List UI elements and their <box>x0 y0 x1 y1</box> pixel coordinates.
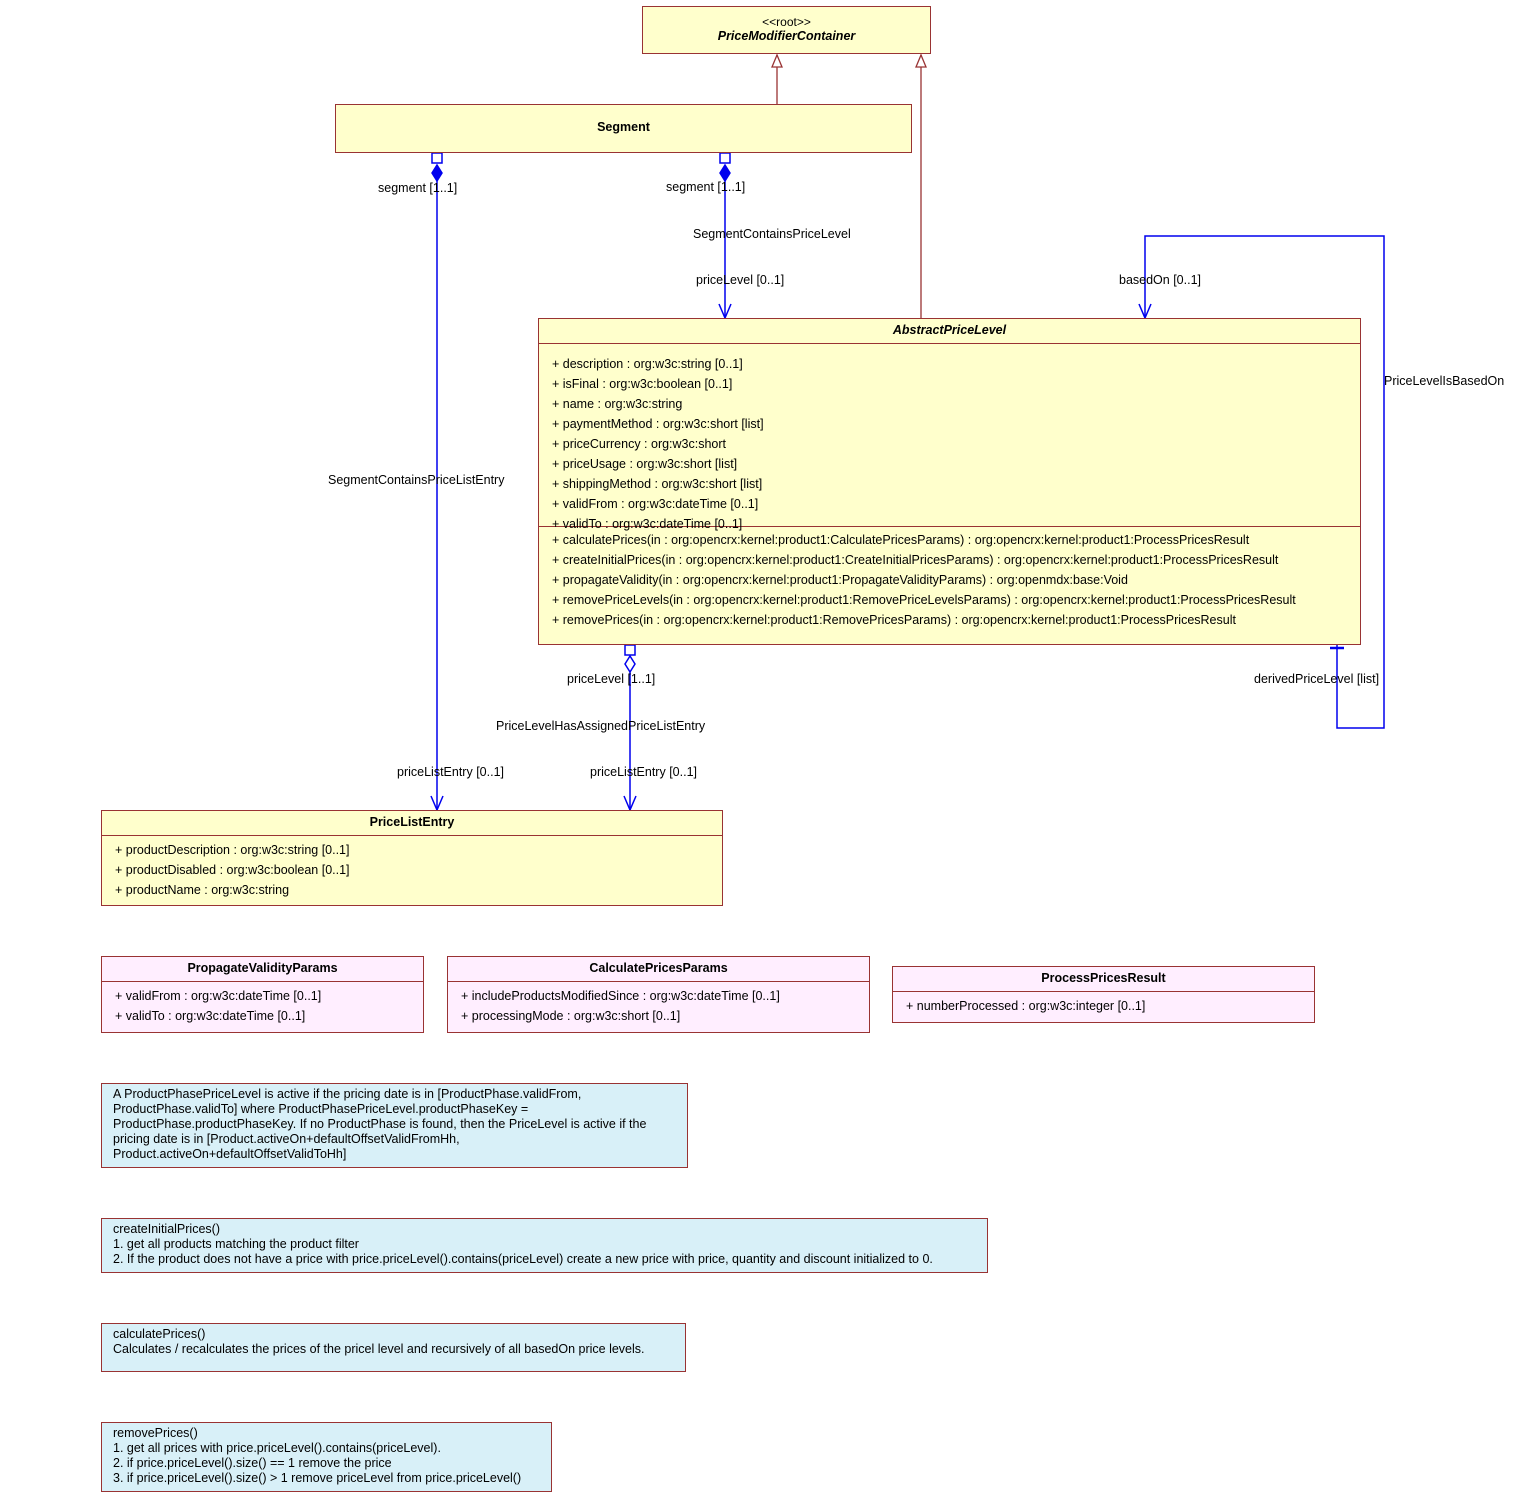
class-header: <<root>> PriceModifierContainer <box>643 7 930 46</box>
class-name: CalculatePricesParams <box>589 961 728 975</box>
attribute-row: + shippingMethod : org:w3c:short [list] <box>552 477 763 491</box>
operation-row: + createInitialPrices(in : org:opencrx:k… <box>552 553 1279 567</box>
association-name-label: PriceLevelHasAssignedPriceListEntry <box>496 719 706 733</box>
attribute-row: + name : org:w3c:string <box>552 397 683 411</box>
note-remove-prices: removePrices() 1. get all prices with pr… <box>101 1422 552 1492</box>
association-end-label: priceLevel [0..1] <box>696 273 785 287</box>
attribute-row: + validTo : org:w3c:dateTime [0..1] <box>115 1009 306 1023</box>
class-segment[interactable]: Segment <box>335 104 912 153</box>
class-price-list-entry[interactable]: PriceListEntry + productDescription : or… <box>101 810 723 906</box>
association-name-label: SegmentContainsPriceLevel <box>693 227 851 241</box>
association-segment-price-list-entry[interactable] <box>430 152 444 812</box>
class-header: Segment <box>336 105 911 137</box>
association-end-label: priceListEntry [0..1] <box>590 765 697 779</box>
operation-row: + removePrices(in : org:opencrx:kernel:p… <box>552 613 1236 627</box>
operation-row: + removePriceLevels(in : org:opencrx:ker… <box>552 593 1296 607</box>
class-process-prices-result[interactable]: ProcessPricesResult + numberProcessed : … <box>892 966 1315 1023</box>
attributes-compartment: + description : org:w3c:string [0..1] + i… <box>539 344 1360 531</box>
attribute-row: + description : org:w3c:string [0..1] <box>552 357 743 371</box>
class-name: Segment <box>597 120 650 134</box>
operation-row: + calculatePrices(in : org:opencrx:kerne… <box>552 533 1250 547</box>
association-name-label: SegmentContainsPriceListEntry <box>328 473 505 487</box>
class-calculate-prices-params[interactable]: CalculatePricesParams + includeProductsM… <box>447 956 870 1033</box>
note-calculate-prices: calculatePrices() Calculates / recalcula… <box>101 1323 686 1372</box>
attributes-compartment: + includeProductsModifiedSince : org:w3c… <box>448 982 869 1030</box>
association-end-label: priceListEntry [0..1] <box>397 765 504 779</box>
attribute-row: + validFrom : org:w3c:dateTime [0..1] <box>552 497 759 511</box>
attribute-row: + paymentMethod : org:w3c:short [list] <box>552 417 764 431</box>
association-end-label: basedOn [0..1] <box>1119 273 1202 287</box>
association-end-label: segment [1..1] <box>666 180 746 194</box>
association-end-label: priceLevel [1..1] <box>567 672 656 686</box>
attributes-compartment: + validFrom : org:w3c:dateTime [0..1] + v… <box>102 982 423 1030</box>
class-header: PriceListEntry <box>102 811 722 836</box>
operation-row: + propagateValidity(in : org:opencrx:ker… <box>552 573 1128 587</box>
class-header: ProcessPricesResult <box>893 967 1314 992</box>
class-name: PropagateValidityParams <box>187 961 338 975</box>
class-name: ProcessPricesResult <box>1041 971 1166 985</box>
attribute-row: + processingMode : org:w3c:short [0..1] <box>461 1009 681 1023</box>
note-product-phase-price-level: A ProductPhasePriceLevel is active if th… <box>101 1083 688 1168</box>
association-price-level-price-list-entry[interactable] <box>623 644 637 812</box>
attribute-row: + productDisabled : org:w3c:boolean [0..… <box>115 863 350 877</box>
attribute-row: + priceUsage : org:w3c:short [list] <box>552 457 738 471</box>
attribute-row: + validFrom : org:w3c:dateTime [0..1] <box>115 989 322 1003</box>
class-name: AbstractPriceLevel <box>892 323 1007 337</box>
attributes-compartment: + numberProcessed : org:w3c:integer [0..… <box>893 992 1314 1020</box>
generalization-segment <box>771 53 783 104</box>
class-header: PropagateValidityParams <box>102 957 423 982</box>
attribute-row: + includeProductsModifiedSince : org:w3c… <box>461 989 780 1003</box>
class-abstract-price-level[interactable]: AbstractPriceLevel + description : org:w… <box>538 318 1361 645</box>
association-name-label: PriceLevelIsBasedOn <box>1384 374 1505 388</box>
association-end-label: segment [1..1] <box>378 181 458 195</box>
class-header: AbstractPriceLevel <box>539 319 1360 344</box>
stereotype-label: <<root>> <box>762 15 811 29</box>
class-propagate-validity-params[interactable]: PropagateValidityParams + validFrom : or… <box>101 956 424 1033</box>
operations-compartment: + calculatePrices(in : org:opencrx:kerne… <box>539 527 1360 634</box>
class-name: PriceModifierContainer <box>717 29 856 43</box>
attribute-row: + priceCurrency : org:w3c:short <box>552 437 727 451</box>
class-price-modifier-container[interactable]: <<root>> PriceModifierContainer <box>642 6 931 54</box>
note-create-initial-prices: createInitialPrices() 1. get all product… <box>101 1218 988 1273</box>
class-header: CalculatePricesParams <box>448 957 869 982</box>
attribute-row: + validTo : org:w3c:dateTime [0..1] <box>552 517 743 531</box>
association-end-label: derivedPriceLevel [list] <box>1254 672 1380 686</box>
class-name: PriceListEntry <box>369 815 455 829</box>
attributes-compartment: + productDescription : org:w3c:string [0… <box>102 836 722 904</box>
attribute-row: + isFinal : org:w3c:boolean [0..1] <box>552 377 733 391</box>
generalization-abstract-price-level <box>915 53 927 318</box>
attribute-row: + numberProcessed : org:w3c:integer [0..… <box>906 999 1146 1013</box>
attribute-row: + productDescription : org:w3c:string [0… <box>115 843 350 857</box>
attribute-row: + productName : org:w3c:string <box>115 883 290 897</box>
